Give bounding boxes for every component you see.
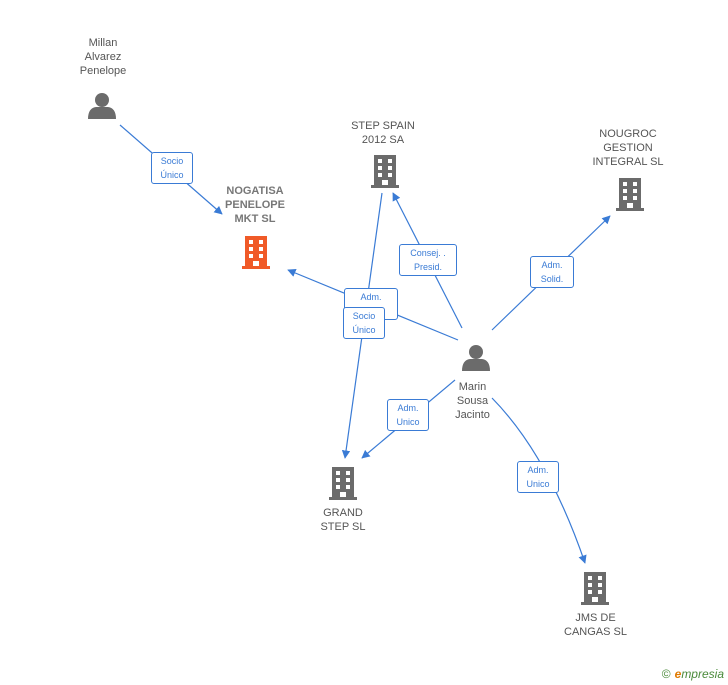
edge-label-marin-step: Consej. . Presid. [399, 244, 457, 276]
edge-label-step-grand: Socio Único [343, 307, 385, 339]
brand-initial: e [674, 667, 682, 681]
person-icon [462, 345, 490, 371]
building-icon [581, 572, 609, 605]
person-icon [88, 93, 116, 119]
building-icon [242, 236, 270, 269]
edge-label-marin-nougroc: Adm. Solid. [530, 256, 574, 288]
edge-label-millan-nogatisa: Socio Único [151, 152, 193, 184]
copyright-icon: © [661, 667, 671, 681]
building-icon [616, 178, 644, 211]
node-label-jms[interactable]: JMS DE CANGAS SL [564, 612, 627, 638]
node-label-nogatisa[interactable]: NOGATISA PENELOPE MKT SL [225, 185, 285, 225]
brand-name: mpresia [681, 667, 724, 681]
node-label-nougroc[interactable]: NOUGROC GESTION INTEGRAL SL [592, 128, 664, 168]
node-label-step-spain[interactable]: STEP SPAIN 2012 SA [351, 120, 415, 146]
building-icon [371, 155, 399, 188]
node-label-millan[interactable]: Millan Alvarez Penelope [79, 37, 127, 77]
node-label-marin[interactable]: Marin Sousa Jacinto [455, 381, 490, 421]
node-label-grand-step[interactable]: GRAND STEP SL [320, 507, 366, 533]
building-icon [329, 467, 357, 500]
edge-label-marin-jms: Adm. Unico [517, 461, 559, 493]
edge-label-marin-grand: Adm. Unico [387, 399, 429, 431]
empresia-logo[interactable]: ©empresia [662, 667, 724, 681]
